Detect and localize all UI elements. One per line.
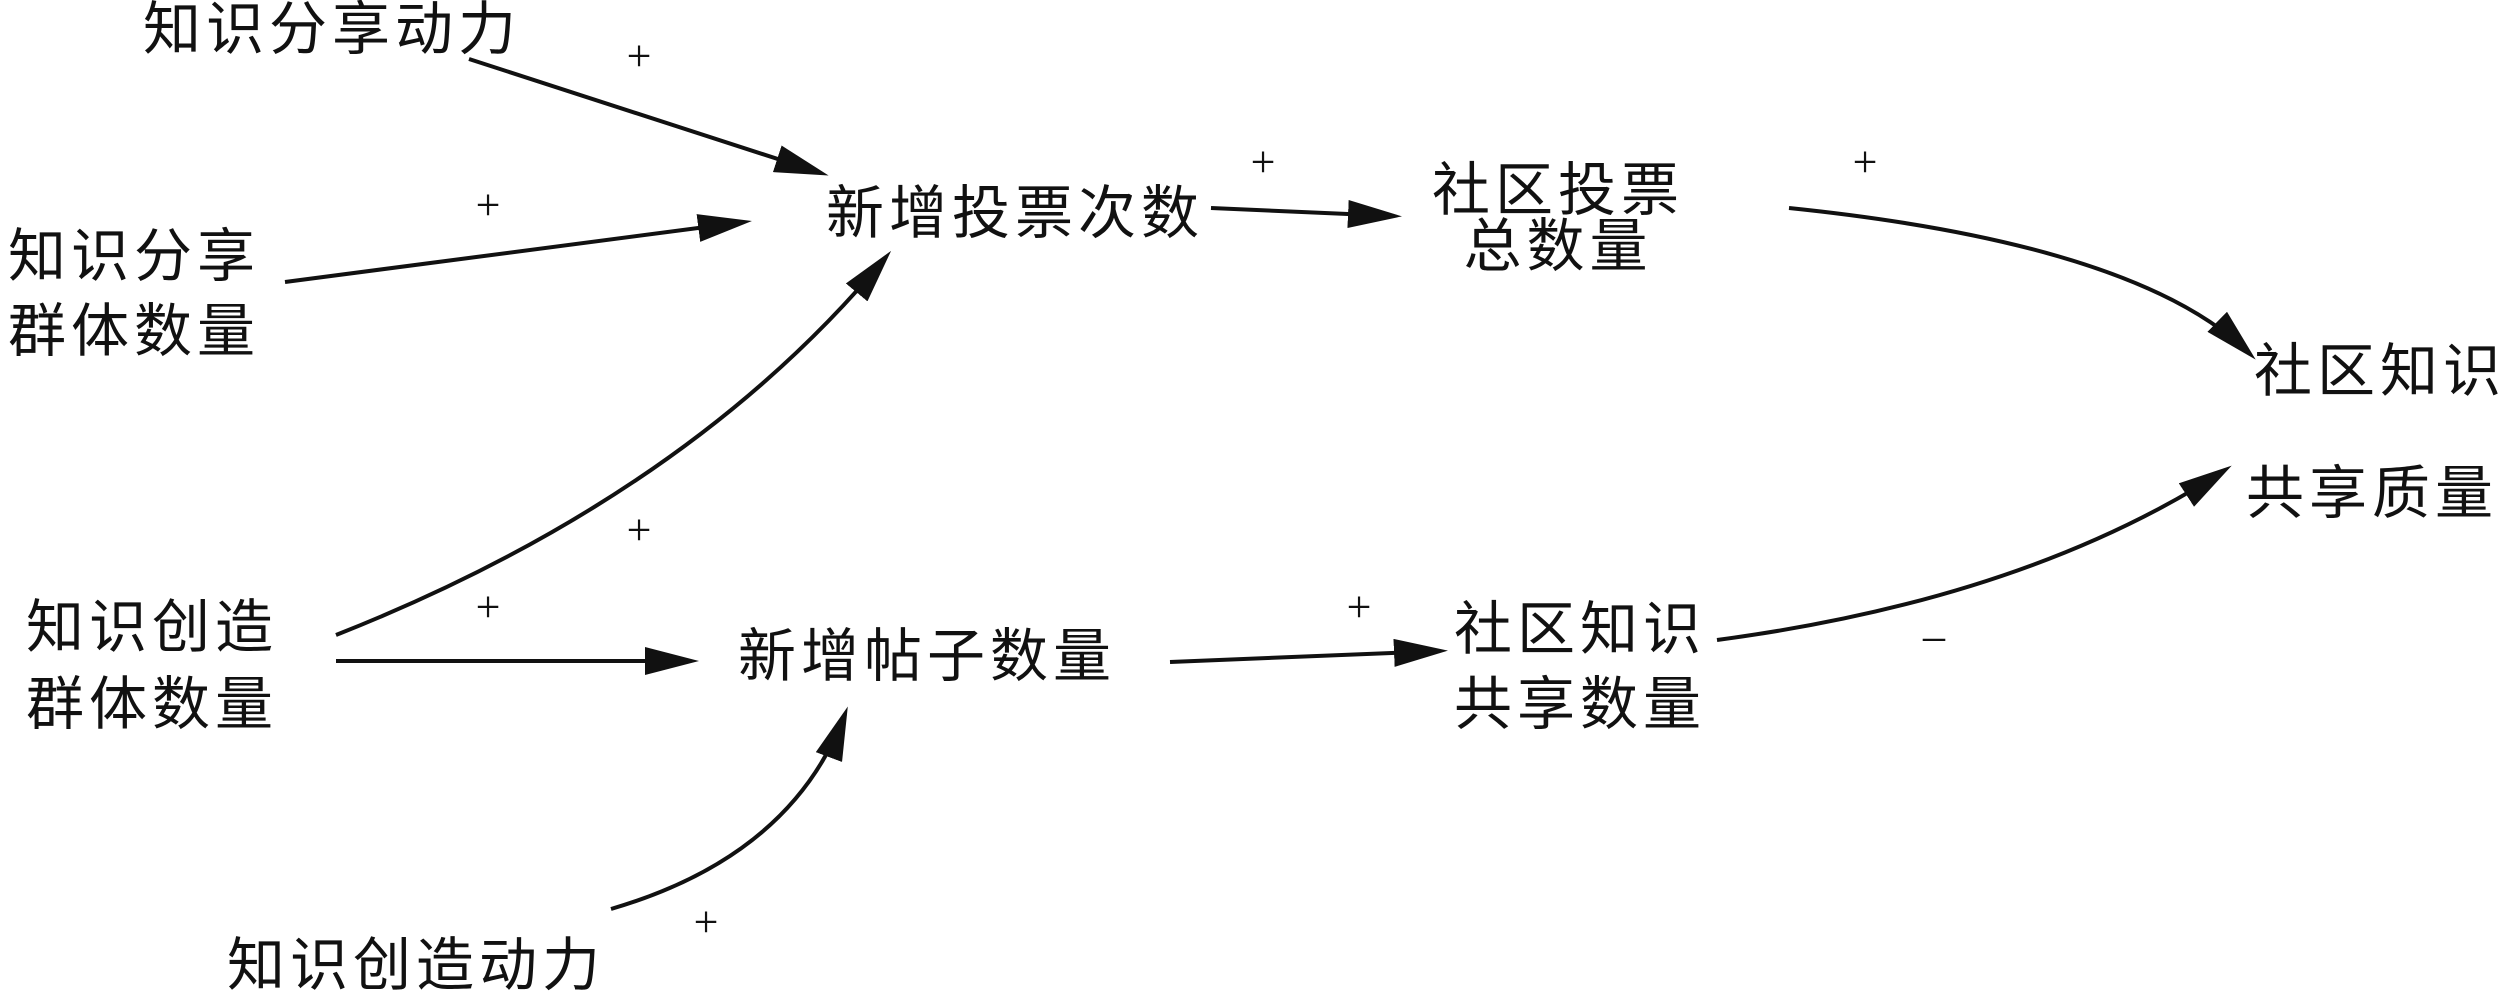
- node-label-line: 共享数量: [1454, 670, 1706, 738]
- node-label-line: 群体数量: [26, 670, 278, 738]
- polarity-sign-sharing-motivation-to-new-votes: +: [627, 32, 652, 81]
- node-label-line: 新增投票次数: [826, 179, 1204, 247]
- link-arrow-total-votes-to-quality: [1788, 206, 2256, 360]
- polarity-sign-sharing-group-to-new-votes: +: [476, 181, 501, 230]
- link-arrow-creation-group-to-new-votes: [335, 250, 892, 637]
- polarity-sign-sharing-count-to-quality: –: [1922, 612, 1946, 661]
- node-knowledge-creation-group-size: 知识创造 群体数量: [26, 593, 278, 738]
- polarity-sign-creation-motivation-to-new-posts: +: [694, 898, 719, 947]
- node-label-line: 社区知识: [2254, 337, 2506, 405]
- node-knowledge-sharing-group-size: 知识分享 群体数量: [8, 222, 260, 365]
- node-label-line: 知识分享动力: [143, 0, 521, 63]
- node-label-line: 群体数量: [8, 297, 260, 365]
- polarity-sign-new-posts-to-sharing-count: +: [1347, 583, 1372, 632]
- node-label-line: 共享质量: [2246, 459, 2498, 527]
- node-label-line: 社区投票: [1432, 156, 1684, 224]
- polarity-sign-creation-group-to-new-posts: +: [476, 583, 501, 632]
- link-arrow-new-votes-to-total-votes: [1210, 200, 1402, 228]
- polarity-sign-new-votes-to-total-votes: +: [1251, 138, 1276, 187]
- polarity-sign-creation-group-to-new-votes: +: [627, 506, 652, 555]
- node-label-line: 知识创造: [26, 593, 278, 661]
- node-knowledge-sharing-motivation: 知识分享动力: [143, 0, 521, 63]
- link-arrow-new-posts-to-sharing-count: [1169, 638, 1448, 667]
- node-new-votes: 新增投票次数: [826, 179, 1204, 247]
- link-arrow-creation-motivation-to-new-posts: [610, 706, 848, 911]
- node-new-posts: 新增帖子数量: [738, 622, 1116, 690]
- node-label-line: 新增帖子数量: [738, 622, 1116, 690]
- link-arrow-sharing-motivation-to-new-votes: [468, 57, 829, 176]
- node-total-community-votes: 社区投票 总数量: [1432, 156, 1684, 280]
- links: [284, 57, 2256, 911]
- node-label-line: 社区知识: [1454, 595, 1706, 663]
- node-label-line: 知识创造动力: [227, 931, 605, 995]
- node-label-line: 知识分享: [8, 222, 260, 290]
- link-polarities: + + + + + + + + –: [476, 32, 1946, 947]
- link-arrow-sharing-group-to-new-votes: [284, 214, 752, 284]
- link-arrow-sharing-count-to-quality: [1716, 465, 2232, 642]
- node-community-knowledge-sharing-quality: 社区知识 共享质量: [2246, 337, 2506, 527]
- node-label-line: 总数量: [1463, 212, 1652, 280]
- polarity-sign-total-votes-to-quality: +: [1853, 138, 1878, 187]
- node-knowledge-creation-motivation: 知识创造动力: [227, 931, 605, 995]
- node-community-knowledge-sharing-count: 社区知识 共享数量: [1454, 595, 1706, 738]
